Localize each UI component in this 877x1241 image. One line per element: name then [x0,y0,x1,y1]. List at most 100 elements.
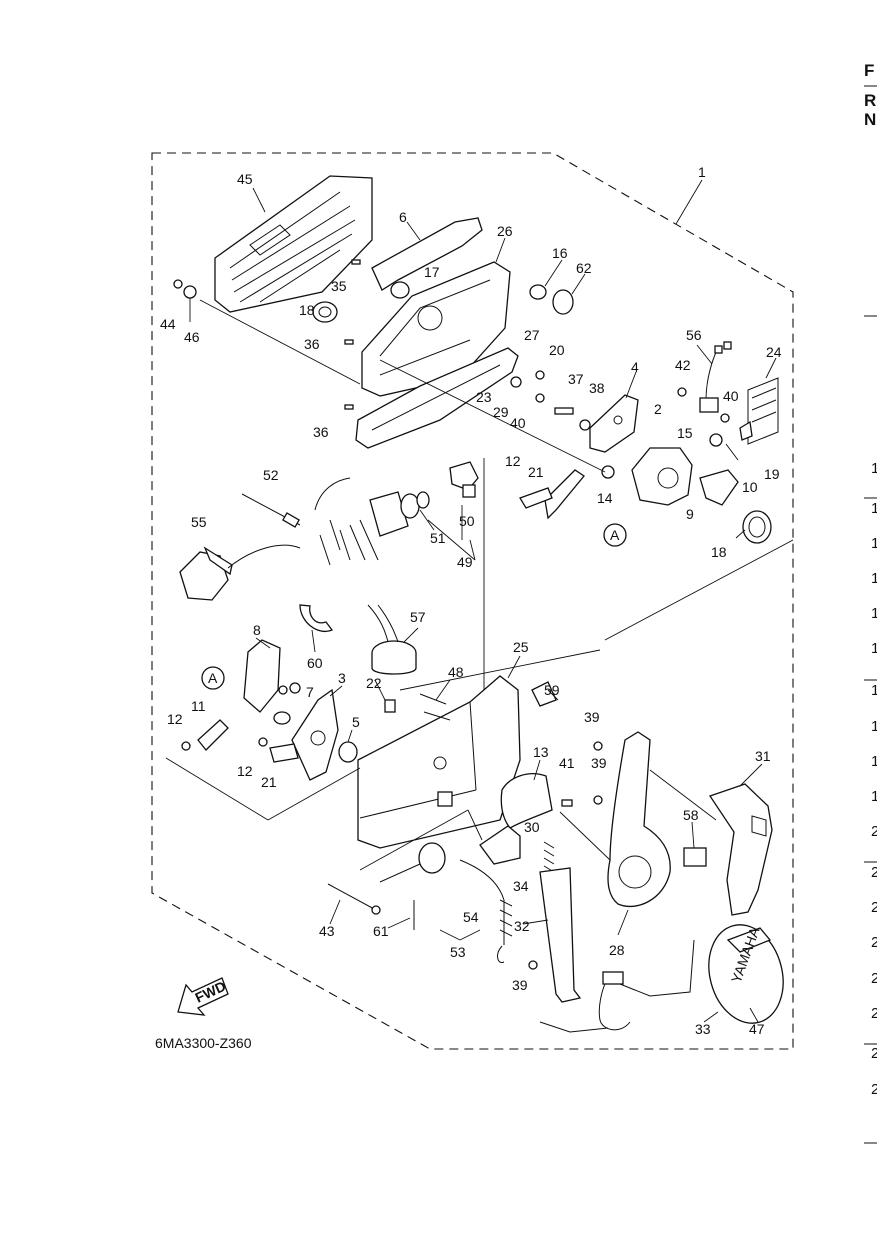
callout-17: 17 [424,264,440,280]
callout-a-left: A [201,666,225,690]
part-28-shift-lever [593,731,707,908]
callout-21: 21 [528,464,544,480]
svg-text:A: A [208,670,218,686]
callout-39: 39 [584,709,600,725]
callout-26: 26 [497,223,513,239]
callout-42: 42 [675,357,691,373]
callout-7: 7 [306,684,314,700]
callout-14: 14 [597,490,613,506]
edge-num: 2 [871,1081,877,1098]
callout-60: 60 [307,655,323,671]
edge-num: 1 [871,535,877,552]
callout-50: 50 [459,513,475,529]
callout-37: 37 [568,371,584,387]
callout-49: 49 [457,554,473,570]
edge-num: 2 [871,899,877,916]
part-13-cam [500,681,573,829]
callout-18: 18 [299,302,315,318]
edge-num: 1 [871,500,877,517]
diagram-code: 6MA3300-Z360 [155,1035,252,1051]
svg-text:A: A [610,527,620,543]
callout-45: 45 [237,171,253,187]
callout-18: 18 [711,544,727,560]
callout-10: 10 [742,479,758,495]
callout-23: 23 [476,389,492,405]
part-53-key-switch [327,842,513,964]
edge-num: 1 [871,605,877,622]
callout-40: 40 [510,415,526,431]
assembly-lines [165,299,794,871]
part-6-plate [371,217,483,291]
part-31-handle [708,783,773,916]
callout-54: 54 [463,909,479,925]
callout-58: 58 [683,807,699,823]
part-3-lever-plate [258,688,358,781]
callout-22: 22 [366,675,382,691]
callout-56: 56 [686,327,702,343]
edge-num: 2 [871,823,877,840]
callout-32: 32 [514,918,530,934]
callout-6: 6 [399,209,407,225]
callout-41: 41 [559,755,575,771]
callout-12: 12 [505,453,521,469]
callout-36: 36 [304,336,320,352]
callout-20: 20 [549,342,565,358]
callout-62: 62 [576,260,592,276]
callout-29: 29 [493,404,509,420]
part-24-springs [747,377,779,445]
edge-num: 2 [871,934,877,951]
part-57-buzzer [299,604,417,675]
callout-16: 16 [552,245,568,261]
callout-44: 44 [160,316,176,332]
part-27-lower-plate [355,347,519,449]
callout-46: 46 [184,329,200,345]
edge-num: 1 [871,682,877,699]
callout-36: 36 [313,424,329,440]
small-hardware [173,259,591,431]
callout-13: 13 [533,744,549,760]
edge-num: 2 [871,1045,877,1062]
callout-labels: 45 6 26 1 16 62 35 17 18 44 46 36 27 20 … [160,164,782,1037]
part-45-grille-cover [214,175,373,313]
callout-43: 43 [319,923,335,939]
right-edge-index: F R N 1 1 1 1 1 1 1 1 1 1 2 2 2 2 2 2 2 … [864,61,877,1144]
edge-letter-n: N [864,110,876,129]
part-55-harness [179,461,479,601]
edge-num: 1 [871,788,877,805]
callout-24: 24 [766,344,782,360]
callout-2: 2 [654,401,662,417]
callout-59: 59 [544,682,560,698]
callout-61: 61 [373,923,389,939]
edge-num: 1 [871,753,877,770]
callout-51: 51 [430,530,446,546]
callout-39: 39 [591,755,607,771]
fwd-direction-arrow: FWD [177,977,229,1016]
callout-33: 33 [695,1021,711,1037]
callout-11: 11 [191,698,206,714]
edge-num: 1 [871,460,877,477]
callout-39: 39 [512,977,528,993]
callout-19: 19 [764,466,780,482]
callout-25: 25 [513,639,529,655]
part-21-linkage [519,465,615,520]
leader-lines [189,179,777,1023]
callout-8: 8 [253,622,261,638]
callout-15: 15 [677,425,693,441]
callout-53: 53 [450,944,466,960]
edge-letter-f: F [864,61,874,80]
part-2-gear-housing [631,447,772,544]
part-33-cover-cap: YAMAHA [708,924,784,1024]
callout-1: 1 [698,164,706,180]
callout-12: 12 [167,711,183,727]
callout-9: 9 [686,506,694,522]
part-25-control-box [357,675,521,849]
callout-34: 34 [513,878,529,894]
wiring [539,939,695,1033]
edge-num: 1 [871,640,877,657]
callout-48: 48 [448,664,464,680]
part-56-cable [677,341,753,447]
callout-31: 31 [755,748,771,764]
callout-5: 5 [352,714,360,730]
callout-4: 4 [631,359,639,375]
